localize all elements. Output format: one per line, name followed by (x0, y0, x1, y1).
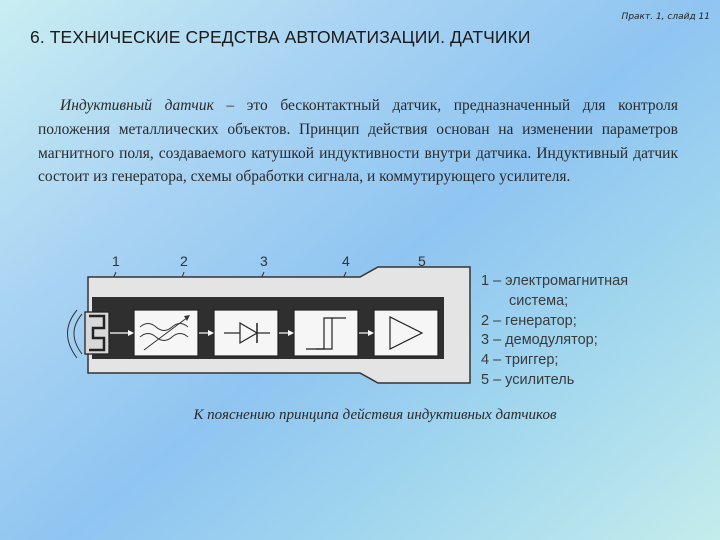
legend-item-1: 1 – электромагнитная (481, 273, 629, 289)
demodulator-icon (213, 309, 279, 357)
legend-item-3: 3 – демодулятор; (481, 332, 598, 349)
diagram-label-3: 3 (260, 253, 268, 269)
figure-caption: К пояснению принципа действия индуктивны… (193, 407, 557, 423)
legend-item-4: 4 – триггер; (481, 352, 559, 369)
diagram-label-4: 4 (342, 253, 350, 269)
diagram-label-2: 2 (180, 253, 188, 269)
description-paragraph: Индуктивный датчик – это бесконтактный д… (38, 94, 678, 189)
diagram-label-5: 5 (418, 253, 426, 269)
trigger-icon (293, 309, 359, 357)
legend-item-2: 2 – генератор; (481, 312, 577, 329)
description-text: – это бесконтактный датчик, предназначен… (38, 97, 678, 186)
slide-title: 6. ТЕХНИЧЕСКИЕ СРЕДСТВА АВТОМАТИЗАЦИИ. Д… (30, 27, 531, 47)
legend: 1 – электромагнитная система; 2 – генера… (481, 272, 628, 391)
slide-note: Практ. 1, слайд 11 (621, 12, 710, 22)
diagram-label-1: 1 (112, 253, 120, 269)
amplifier-icon (373, 309, 439, 357)
sensor-diagram: 1 2 3 4 5 (67, 253, 471, 384)
legend-item-1-cont: система; (509, 292, 569, 309)
legend-item-5: 5 – усилитель (481, 371, 575, 388)
coil-icon (84, 311, 110, 355)
generator-icon (133, 309, 199, 357)
term: Индуктивный датчик (60, 97, 214, 114)
